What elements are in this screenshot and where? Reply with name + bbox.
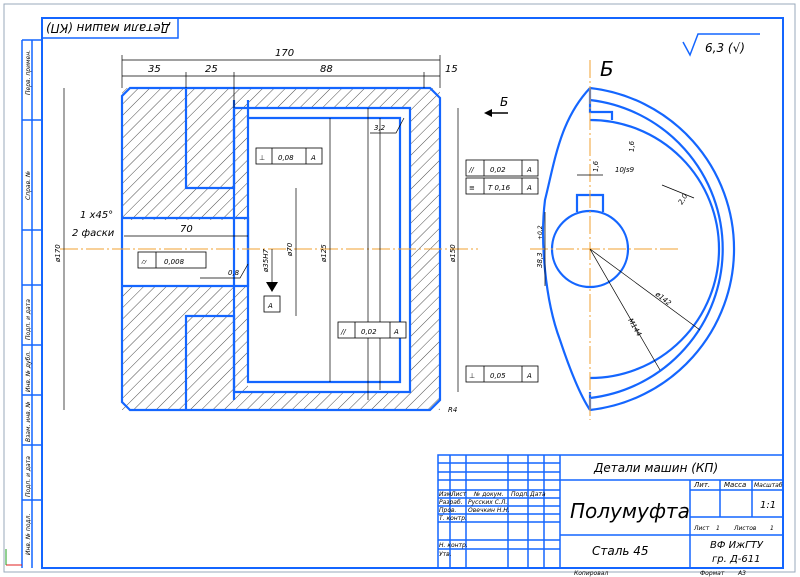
tb-format: Формат (700, 570, 725, 577)
tb-name: Полумуфта (570, 499, 690, 523)
view-arrow-label: Б (500, 95, 508, 109)
tb-sheets-n: 1 (770, 525, 774, 532)
tb-hdr-list: Лист (450, 491, 467, 498)
side-label: Справ. № (25, 171, 32, 200)
roughness-symbol (682, 33, 760, 57)
dia-125: ø125 (320, 244, 328, 263)
roughness-value: 6,3 (√) (705, 41, 745, 55)
tb-sheet: Лист (693, 525, 710, 532)
tol-par-top-val: 0,02 (490, 166, 506, 174)
tb-utv: Утв. (439, 551, 452, 558)
key-height-tol: +0,2 (537, 225, 544, 240)
tb-razrab-name: Русских С.Л. (468, 499, 507, 506)
dim-16a: 1,6 (592, 160, 600, 172)
key-width: 10Js9 (615, 166, 635, 174)
thread-m144: M144 (626, 317, 643, 338)
dim-total-length: 170 (275, 48, 294, 59)
tb-prov-name: Овечкин Н.Н. (468, 507, 510, 514)
side-label: Подп. и дата (25, 456, 32, 497)
sheet-border (3, 3, 796, 573)
dia-150: ø150 (449, 244, 457, 263)
tb-hdr-doc: № докум. (473, 491, 504, 498)
tb-scale-h: Масштаб (754, 482, 783, 489)
radius-4: R4 (448, 406, 457, 414)
tol-perp-top-datum: A (310, 154, 316, 162)
side-label: Инв. № дубл. (25, 351, 32, 392)
tol-par-top-sym: // (468, 166, 474, 174)
dia-35: ø35H7 (262, 249, 270, 273)
key-height: 38,3 (536, 252, 544, 268)
tb-format-value: A3 (737, 570, 746, 577)
tol-sym-sym: ≡ (469, 184, 475, 192)
tol-perp-bot-val: 0,05 (490, 372, 506, 380)
tol-sym-val: T 0,16 (488, 184, 511, 192)
drawing-frame (41, 17, 784, 569)
tb-org1: ВФ ИжГТУ (710, 540, 764, 551)
header-box (41, 17, 179, 39)
chamfer-count: 2 фаски (72, 228, 115, 239)
tb-scale: 1:1 (760, 500, 776, 511)
side-view: Б 10Js9 38,3 +0,2 1,6 1,6 2,0 ø142 M144 (530, 57, 736, 420)
tb-prov: Пров. (439, 507, 457, 514)
tb-hdr-data: Дата (529, 491, 546, 498)
tol-par-mid-val: 0,02 (361, 328, 377, 336)
dim-88: 88 (320, 64, 333, 75)
roughness-32: 3,2 (374, 124, 386, 132)
tb-mass: Масса (724, 481, 746, 489)
side-label: Взам. инв. № (25, 401, 32, 442)
dim-35: 35 (148, 64, 161, 75)
dim-70: 70 (180, 224, 193, 235)
dia-142: ø142 (653, 290, 673, 308)
tol-par-mid-sym: // (340, 328, 346, 336)
section-view: 170 35 25 88 15 70 1 x45° 2 фаски ø170 ø… (54, 48, 539, 414)
dim-16b: 1,6 (628, 140, 636, 152)
tol-cyl-val: 0,008 (164, 258, 185, 266)
tb-sheets: Листов (733, 525, 757, 532)
mirrored-header: Детали машин (КП) (46, 21, 171, 35)
tb-hdr-izm: Изм. (439, 491, 453, 498)
tol-par-top-datum: A (526, 166, 532, 174)
tb-material: Сталь 45 (592, 544, 649, 558)
side-stamp-column (21, 39, 42, 568)
tol-perp-top-val: 0,08 (278, 154, 294, 162)
title-block (437, 454, 784, 569)
tb-hdr-podp: Подп. (511, 491, 529, 498)
axis-marker (5, 549, 22, 566)
tb-project: Детали машин (КП) (593, 461, 718, 475)
section-label: Б (600, 57, 614, 81)
dim-25: 25 (205, 64, 218, 75)
tol-par-mid-datum: A (393, 328, 399, 336)
side-label: Перв. примен. (25, 50, 32, 95)
dim-20: 2,0 (677, 192, 690, 206)
tb-lit: Лит. (693, 481, 710, 489)
side-label: Подп. и дата (25, 299, 32, 340)
side-label: Инв. № подл. (25, 514, 32, 555)
dia-70: ø70 (286, 242, 294, 257)
dia-170: ø170 (54, 244, 62, 263)
roughness-08: 0,8 (228, 269, 240, 277)
datum-a: A (267, 302, 273, 310)
chamfer-size: 1 x45° (80, 210, 113, 221)
tb-nkontr: Н. контр. (439, 542, 468, 549)
tol-cyl-sym: ⌭ (141, 258, 147, 266)
tb-sheet-n: 1 (716, 525, 720, 532)
dim-15: 15 (445, 64, 458, 75)
tol-perp-bot-datum: A (526, 372, 532, 380)
tol-perp-top-sym: ⊥ (259, 154, 265, 162)
tb-copied: Копировал (574, 570, 608, 577)
tb-tkontr: Т. контр. (439, 515, 467, 522)
view-arrow: Б (484, 95, 508, 117)
tol-perp-bot-sym: ⊥ (469, 372, 475, 380)
tb-org2: гр. Д-611 (712, 554, 760, 565)
tol-sym-datum: A (526, 184, 532, 192)
tb-razrab: Разраб. (439, 499, 463, 506)
